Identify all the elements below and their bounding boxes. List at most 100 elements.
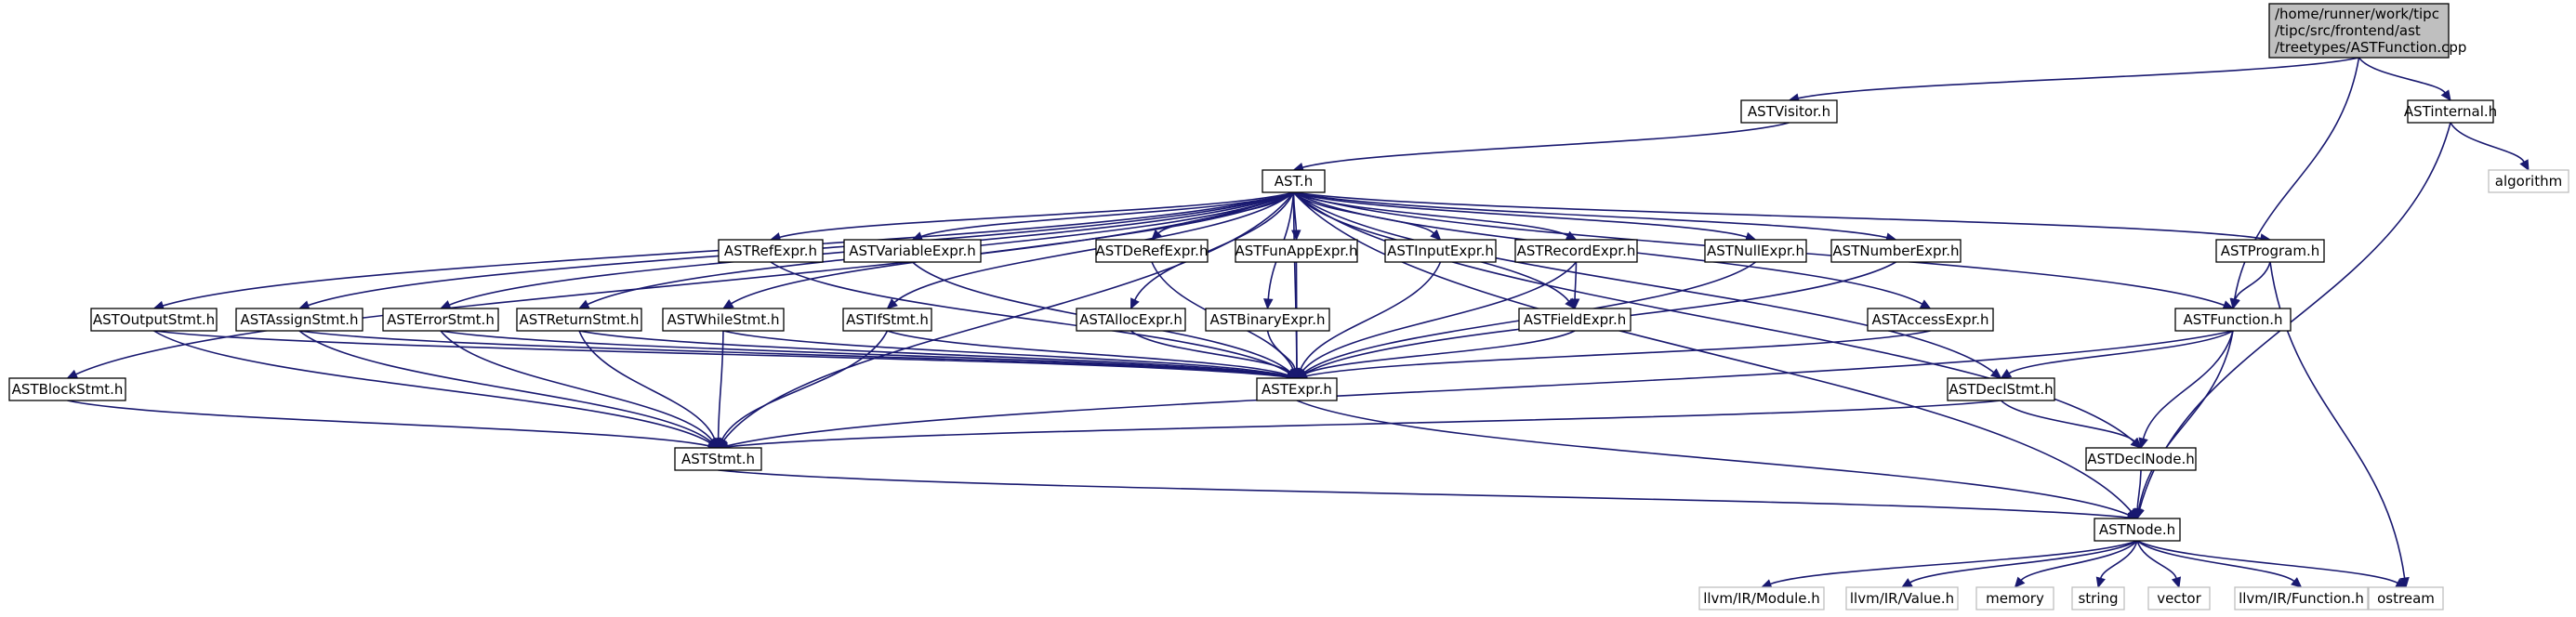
edge-astreturnstmt-to-astexpr <box>578 330 1288 377</box>
edge-astnode-to-llvmmodule <box>1770 540 2138 585</box>
node-label: ASTProgram.h <box>2221 243 2320 259</box>
node-ast[interactable]: AST.h <box>1262 169 1326 193</box>
node-box <box>382 308 499 332</box>
node-astifstmt[interactable]: ASTIfStmt.h <box>842 308 932 332</box>
arrowhead-ast-to-astfunappexpr <box>1291 230 1301 242</box>
edge-astrecordexpr-to-astfieldexpr <box>1574 261 1578 300</box>
node-asterrorstmt[interactable]: ASTErrorStmt.h <box>382 308 499 332</box>
node-astinputexpr[interactable]: ASTInputExpr.h <box>1384 239 1497 263</box>
edge-ast-to-astblockstmt <box>75 191 1294 375</box>
node-astinternal[interactable]: ASTinternal.h <box>2404 99 2497 124</box>
edge-astdeclnode-to-astnode <box>2136 469 2142 510</box>
node-label: ASTVisitor.h <box>1748 103 1830 120</box>
edge-astnode-to-llvmfunction <box>2136 540 2295 583</box>
node-astoutputstmt[interactable]: ASTOutputStmt.h <box>90 308 218 332</box>
node-astdeclstmt[interactable]: ASTDeclStmt.h <box>1947 377 2055 401</box>
node-box <box>1076 308 1186 332</box>
arrowhead-ast-to-astdeclstmt <box>1989 368 2002 379</box>
node-label: llvm/IR/Function.h <box>2239 590 2364 607</box>
node-astvariableexpr[interactable]: ASTVariableExpr.h <box>843 239 982 263</box>
node-box <box>2094 518 2181 542</box>
node-label: ASTFunction.h <box>2183 311 2282 328</box>
edge-astassignstmt-to-astexpr <box>298 330 1288 378</box>
edge-astwhilestmt-to-aststmt <box>717 330 724 440</box>
node-vector: vector <box>2147 586 2211 610</box>
node-astdeclnode[interactable]: ASTDeclNode.h <box>2085 447 2197 471</box>
node-box <box>2085 447 2197 471</box>
node-box <box>2215 239 2325 263</box>
node-astfunappexpr[interactable]: ASTFunAppExpr.h <box>1235 239 1358 263</box>
edge-astinputexpr-to-astexpr <box>1300 261 1442 371</box>
node-label: ASTDeclStmt.h <box>1949 381 2053 398</box>
node-label: ASTAllocExpr.h <box>1079 311 1182 328</box>
node-astexpr[interactable]: ASTExpr.h <box>1256 377 1338 401</box>
node-label: llvm/IR/Value.h <box>1850 590 1954 607</box>
node-label: memory <box>1986 590 2044 607</box>
node-astnode[interactable]: ASTNode.h <box>2094 518 2181 542</box>
node-astassignstmt[interactable]: ASTAssignStmt.h <box>235 308 363 332</box>
node-astfieldexpr[interactable]: ASTFieldExpr.h <box>1518 308 1631 332</box>
node-box <box>2071 586 2125 610</box>
node-root[interactable]: /home/runner/work/tipc/tipc/src/frontend… <box>2268 3 2466 59</box>
node-box <box>90 308 218 332</box>
node-label: /home/runner/work/tipc <box>2275 6 2439 22</box>
node-label: vector <box>2157 590 2201 607</box>
node-algorithm: algorithm <box>2488 169 2569 193</box>
node-astrecordexpr[interactable]: ASTRecordExpr.h <box>1514 239 1638 263</box>
edge-astnode-to-vector <box>2136 540 2177 579</box>
edge-astvisitor-to-ast <box>1301 122 1790 169</box>
edge-ast-to-astrefexpr <box>779 191 1294 239</box>
node-astnumberexpr[interactable]: ASTNumberExpr.h <box>1830 239 1962 263</box>
arrowhead-astdeclnode-to-astnode <box>2132 508 2143 520</box>
node-astwhilestmt[interactable]: ASTWhileStmt.h <box>662 308 785 332</box>
node-box <box>1740 99 1838 124</box>
edge-ast-to-astnullexpr <box>1293 191 1748 238</box>
node-box <box>2147 586 2211 610</box>
node-label: ASTWhileStmt.h <box>667 311 779 328</box>
arrowhead-astnode-to-llvmfunction <box>2291 577 2303 588</box>
arrowhead-ast-to-astaccessexpr <box>1919 299 1932 309</box>
node-aststmt[interactable]: ASTStmt.h <box>674 447 762 471</box>
edge-astdeclstmt-to-astdeclnode <box>2000 400 2135 442</box>
node-astnullexpr[interactable]: ASTNullExpr.h <box>1704 239 1807 263</box>
arrowhead-ast-to-astblockstmt <box>66 369 79 379</box>
edge-astreturnstmt-to-aststmt <box>578 330 716 440</box>
node-label: ASTBlockStmt.h <box>12 381 124 398</box>
arrowhead-astbinaryexpr-to-astexpr <box>1289 367 1301 380</box>
node-box <box>1830 239 1962 263</box>
edge-astoutputstmt-to-aststmt <box>153 330 711 444</box>
node-astallocexpr[interactable]: ASTAllocExpr.h <box>1076 308 1186 332</box>
arrowhead-ast-to-astrecordexpr <box>1565 230 1578 241</box>
node-astfunction[interactable]: ASTFunction.h <box>2174 308 2292 332</box>
node-label: ASTStmt.h <box>681 451 755 467</box>
node-box <box>1518 308 1631 332</box>
node-llvmmodule: llvm/IR/Module.h <box>1698 586 1825 610</box>
node-label: ASTBinaryExpr.h <box>1209 311 1325 328</box>
node-astvisitor[interactable]: ASTVisitor.h <box>1740 99 1838 124</box>
edge-ast-to-astnumberexpr <box>1293 191 1887 239</box>
edge-astassignstmt-to-aststmt <box>298 330 712 443</box>
node-label: ASTDeclNode.h <box>2087 451 2195 467</box>
arrowhead-astdeclstmt-to-astdeclnode <box>2130 437 2142 449</box>
node-astrefexpr[interactable]: ASTRefExpr.h <box>718 239 824 263</box>
node-astreturnstmt[interactable]: ASTReturnStmt.h <box>516 308 642 332</box>
node-box <box>1095 239 1209 263</box>
arrowhead-astprogram-to-astfunction <box>2230 297 2240 310</box>
node-astaccessexpr[interactable]: ASTAccessExpr.h <box>1867 308 1994 332</box>
node-box <box>1845 586 1959 610</box>
edge-ast-to-astprogram <box>1293 191 2262 240</box>
node-astprogram[interactable]: ASTProgram.h <box>2215 239 2325 263</box>
node-box <box>842 308 932 332</box>
edge-astaccessexpr-to-astexpr <box>1305 330 1931 377</box>
edge-ast-to-astdeclstmt <box>1293 191 1995 374</box>
edge-root-to-astinternal <box>2358 57 2446 94</box>
node-astderefexpr[interactable]: ASTDeRefExpr.h <box>1095 239 1209 263</box>
arrowhead-astnode-to-vector <box>2171 576 2182 589</box>
edge-astfieldexpr-to-astexpr <box>1304 330 1576 375</box>
node-box <box>1262 169 1326 193</box>
node-astblockstmt[interactable]: ASTBlockStmt.h <box>8 377 126 401</box>
arrowhead-astfunction-to-astdeclstmt <box>2000 369 2013 379</box>
arrowhead-astfunction-to-astdeclnode <box>2138 437 2148 450</box>
node-astbinaryexpr[interactable]: ASTBinaryExpr.h <box>1205 308 1330 332</box>
